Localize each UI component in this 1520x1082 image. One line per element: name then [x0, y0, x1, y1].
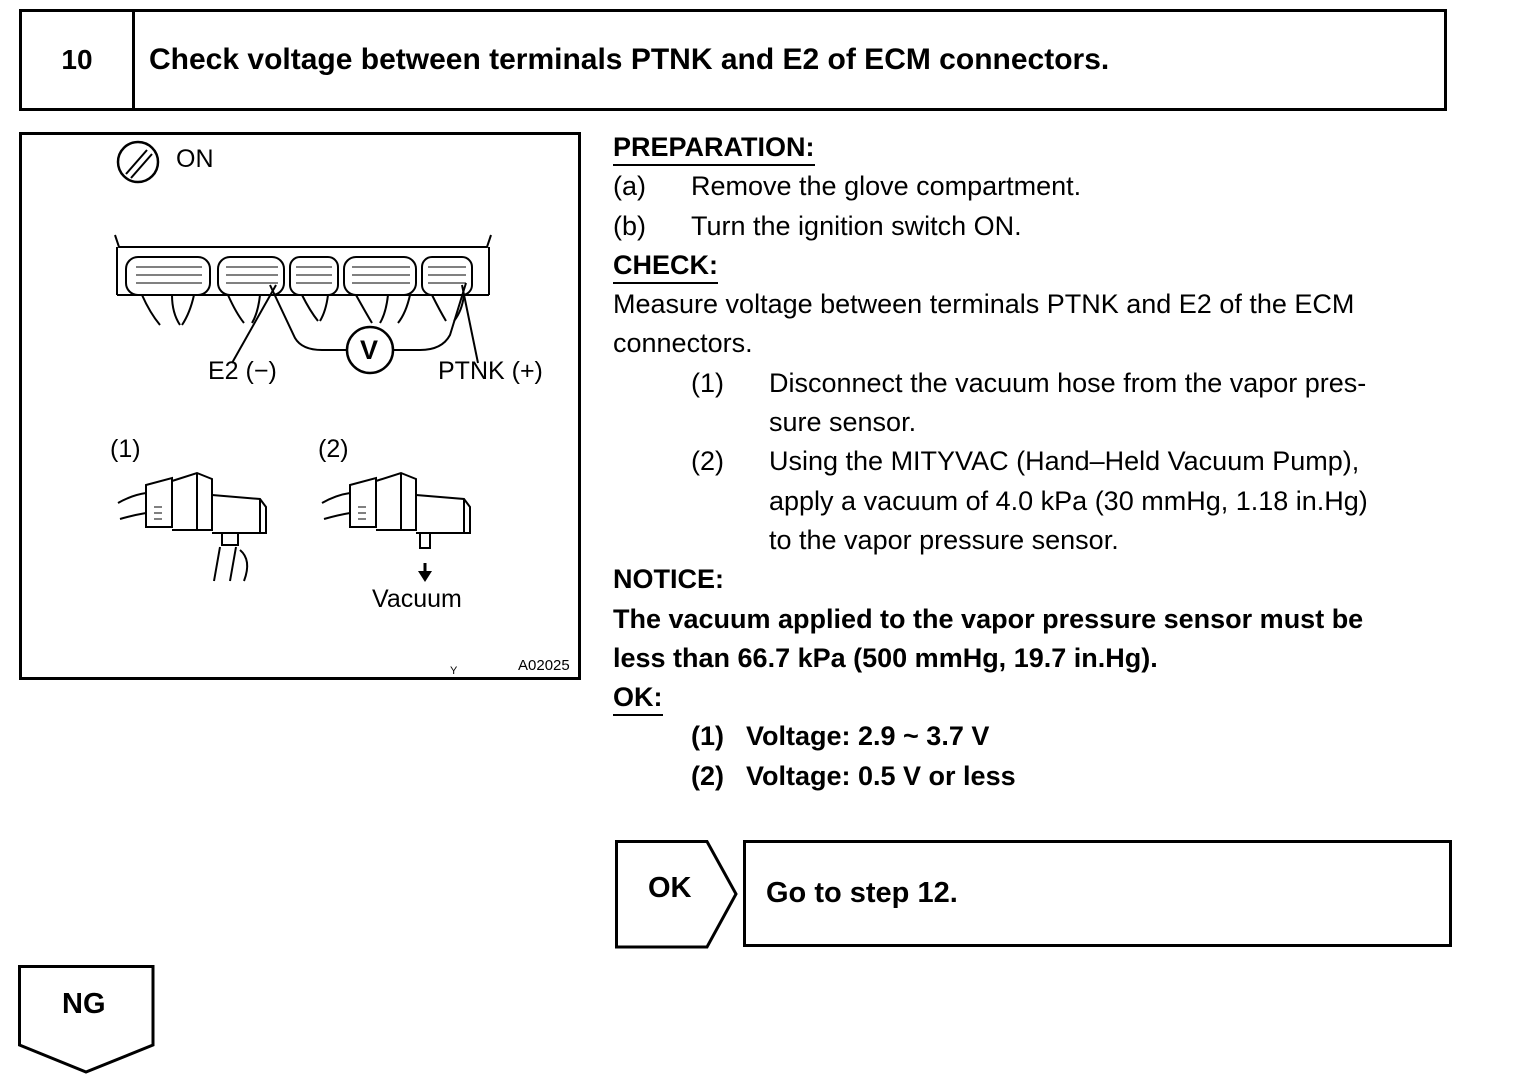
step-header: 10 Check voltage between terminals PTNK … — [19, 9, 1447, 111]
voltmeter-probe-wires — [231, 282, 479, 364]
ok-arrow-shape — [615, 840, 738, 949]
ignition-on-label: ON — [176, 145, 214, 173]
figure-code: A02025 — [518, 657, 570, 674]
vapor-pressure-sensor-icon-2 — [321, 471, 471, 549]
figure-small-mark: Y — [450, 665, 458, 677]
voltmeter-label: V — [360, 335, 379, 365]
list-item: (a)Remove the glove compartment. — [613, 171, 1082, 202]
notice-text-line2: less than 66.7 kPa (500 mmHg, 19.7 in.Hg… — [613, 642, 1158, 673]
check-text-line2: connectors. — [613, 328, 753, 359]
procedure-text: PREPARATION: (a)Remove the glove compart… — [613, 128, 1463, 796]
ok-spec-heading: OK: — [613, 681, 663, 717]
check-heading: CHECK: — [613, 249, 718, 284]
preparation-heading: PREPARATION: — [613, 131, 815, 166]
ignition-switch-icon — [116, 140, 160, 184]
check-text-line1: Measure voltage between terminals PTNK a… — [613, 289, 1355, 320]
list-item: (1)Voltage: 2.9 ~ 3.7 V — [691, 721, 990, 752]
list-item-continuation: sure sensor. — [769, 407, 917, 438]
list-item: (2)Voltage: 0.5 V or less — [691, 760, 1016, 791]
list-item-continuation: to the vapor pressure sensor. — [769, 524, 1119, 555]
ecm-connector-icon — [114, 234, 492, 326]
ecm-diagram — [114, 140, 492, 582]
step-title: Check voltage between terminals PTNK and… — [149, 43, 1110, 76]
ptnk-terminal-label: PTNK (+) — [438, 357, 543, 385]
ng-arrow-shape — [18, 965, 155, 1074]
vapor-pressure-sensor-icon-1 — [117, 471, 267, 582]
list-item: (2)Using the MITYVAC (Hand–Held Vacuum P… — [691, 446, 1360, 477]
ng-result-label: NG — [62, 988, 106, 1020]
ok-result-label: OK — [648, 872, 692, 904]
sensor-step1-label: (1) — [110, 435, 141, 463]
ok-result-action-text: Go to step 12. — [766, 877, 958, 909]
sensor-step2-label: (2) — [318, 435, 349, 463]
vacuum-arrow-icon — [418, 563, 432, 582]
ok-result-action: Go to step 12. — [743, 840, 1452, 947]
wiring-figure: ON V E2 (−) PTNK (+) (1) (2) Vacuum Y A0… — [19, 132, 581, 680]
notice-heading: NOTICE: — [613, 564, 724, 595]
notice-text-line1: The vacuum applied to the vapor pressure… — [613, 603, 1364, 634]
voltmeter-icon — [345, 325, 395, 375]
step-number: 10 — [22, 12, 135, 108]
e2-terminal-label: E2 (−) — [208, 357, 277, 385]
list-item-continuation: apply a vacuum of 4.0 kPa (30 mmHg, 1.18… — [769, 485, 1368, 516]
list-item: (b)Turn the ignition switch ON. — [613, 210, 1022, 241]
list-item: (1)Disconnect the vacuum hose from the v… — [691, 367, 1367, 398]
vacuum-label: Vacuum — [372, 585, 462, 613]
